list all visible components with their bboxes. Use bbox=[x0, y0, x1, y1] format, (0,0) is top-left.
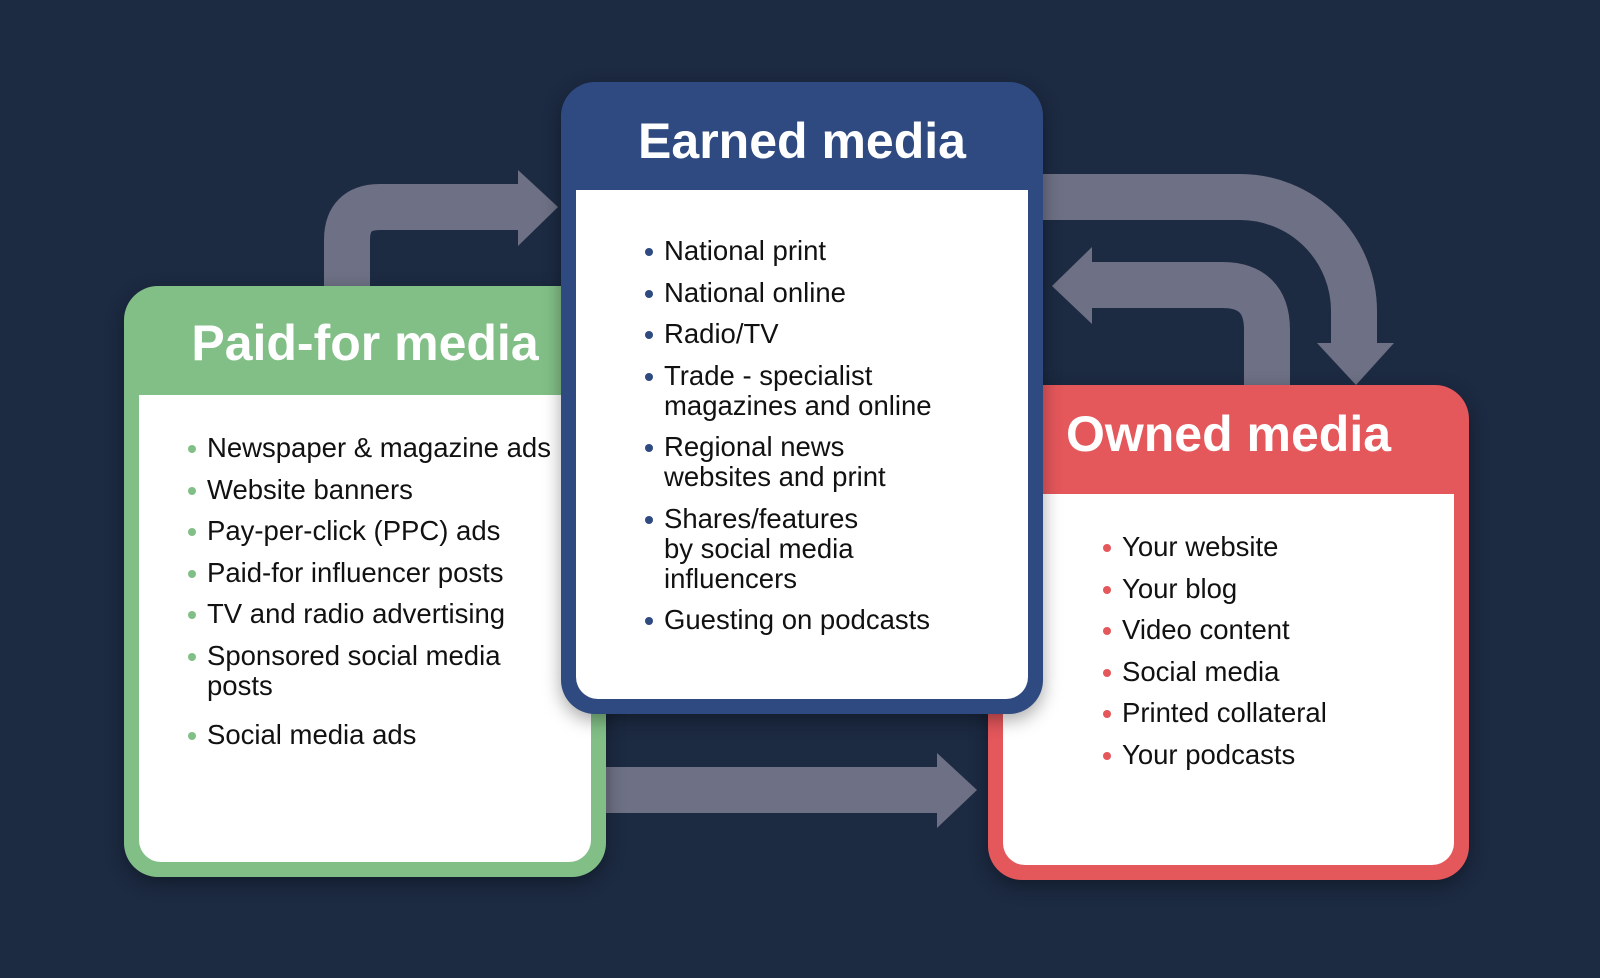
earned-media-card: Earned media National print National onl… bbox=[561, 82, 1043, 714]
earned-media-content: National print National online Radio/TV … bbox=[576, 190, 1028, 699]
item-text: Your website bbox=[1122, 531, 1279, 562]
list-item: Shares/features by social media influenc… bbox=[645, 502, 884, 594]
paid-media-content: Newspaper & magazine ads Website banners… bbox=[139, 395, 591, 862]
item-text: Website banners bbox=[207, 473, 413, 505]
owned-media-title: Owned media bbox=[1065, 406, 1392, 462]
list-item: Printed collateral bbox=[1103, 698, 1327, 728]
earned-media-list: National print National online Radio/TV … bbox=[645, 236, 964, 647]
bullet-icon bbox=[188, 569, 196, 578]
bullet-icon bbox=[188, 731, 196, 740]
owned-media-list: Your website Your blog Video content Soc… bbox=[1103, 532, 1327, 781]
bullet-icon bbox=[645, 248, 653, 256]
item-text: Pay-per-click (PPC) ads bbox=[207, 515, 501, 546]
bullet-icon bbox=[1103, 668, 1111, 677]
bullet-icon bbox=[1103, 710, 1111, 718]
item-text: National print bbox=[664, 235, 827, 266]
owned-media-content: Your website Your blog Video content Soc… bbox=[1003, 494, 1454, 865]
bullet-icon bbox=[188, 652, 196, 661]
list-item: Pay-per-click (PPC) ads bbox=[188, 516, 551, 546]
item-text: Sponsored social media posts bbox=[207, 639, 501, 701]
item-text: Paid-for influencer posts bbox=[207, 556, 504, 588]
list-item: Sponsored social media posts bbox=[188, 639, 537, 701]
list-item: Your website bbox=[1103, 532, 1327, 562]
list-item: Your blog bbox=[1103, 572, 1327, 604]
bullet-icon bbox=[645, 372, 653, 381]
list-item: Social media bbox=[1103, 655, 1327, 687]
item-text: Shares/features by social media influenc… bbox=[664, 502, 859, 594]
item-text: National online bbox=[664, 276, 846, 308]
bullet-icon bbox=[1103, 627, 1111, 635]
bullet-icon bbox=[1103, 751, 1111, 760]
arrow-paid-to-earned bbox=[324, 184, 522, 292]
item-text: TV and radio advertising bbox=[207, 598, 506, 629]
arrow-owned-to-earned bbox=[1088, 262, 1290, 392]
arrow-earned-to-owned bbox=[1030, 174, 1377, 346]
bullet-icon bbox=[1103, 544, 1111, 552]
paid-media-card: Paid-for media Newspaper & magazine ads … bbox=[124, 286, 606, 877]
item-text: Printed collateral bbox=[1122, 697, 1327, 728]
item-text: Social media bbox=[1122, 655, 1280, 687]
bullet-icon bbox=[645, 515, 653, 524]
bullet-icon bbox=[1103, 585, 1111, 594]
paid-media-title: Paid-for media bbox=[191, 315, 539, 371]
arrowhead-icon bbox=[937, 753, 977, 828]
bullet-icon bbox=[188, 445, 196, 453]
bullet-icon bbox=[645, 444, 653, 452]
list-item: TV and radio advertising bbox=[188, 599, 551, 629]
bullet-icon bbox=[645, 289, 653, 298]
list-item: Social media ads bbox=[188, 718, 551, 750]
item-text: Social media ads bbox=[207, 718, 417, 750]
list-item: National print bbox=[645, 236, 964, 266]
bullet-icon bbox=[188, 528, 196, 536]
list-item: National online bbox=[645, 276, 964, 308]
list-item: Website banners bbox=[188, 473, 551, 505]
bullet-icon bbox=[188, 486, 196, 495]
list-item: Paid-for influencer posts bbox=[188, 556, 551, 588]
list-item: Radio/TV bbox=[645, 319, 964, 349]
bullet-icon bbox=[645, 331, 653, 339]
item-text: Radio/TV bbox=[664, 318, 779, 349]
owned-media-card: Owned media Your website Your blog Video… bbox=[988, 385, 1469, 880]
item-text: Newspaper & magazine ads bbox=[207, 432, 551, 463]
item-text: Regional news websites and print bbox=[664, 431, 886, 492]
bullet-icon bbox=[645, 617, 653, 625]
bullet-icon bbox=[188, 611, 196, 619]
earned-media-title: Earned media bbox=[638, 113, 966, 169]
item-text: Trade - specialist magazines and online bbox=[664, 359, 932, 421]
item-text: Your podcasts bbox=[1122, 738, 1296, 770]
arrowhead-icon bbox=[1317, 343, 1394, 385]
list-item: Your podcasts bbox=[1103, 738, 1327, 770]
item-text: Your blog bbox=[1122, 572, 1238, 604]
list-item: Regional news websites and print bbox=[645, 432, 924, 492]
list-item: Video content bbox=[1103, 615, 1327, 645]
list-item: Newspaper & magazine ads bbox=[188, 433, 551, 463]
item-text: Guesting on podcasts bbox=[664, 604, 931, 635]
list-item: Trade - specialist magazines and online bbox=[645, 359, 964, 421]
item-text: Video content bbox=[1122, 614, 1290, 645]
paid-media-list: Newspaper & magazine ads Website banners… bbox=[188, 433, 551, 761]
arrowhead-icon bbox=[518, 170, 558, 246]
list-item: Guesting on podcasts bbox=[645, 605, 964, 635]
arrowhead-icon bbox=[1052, 247, 1092, 324]
